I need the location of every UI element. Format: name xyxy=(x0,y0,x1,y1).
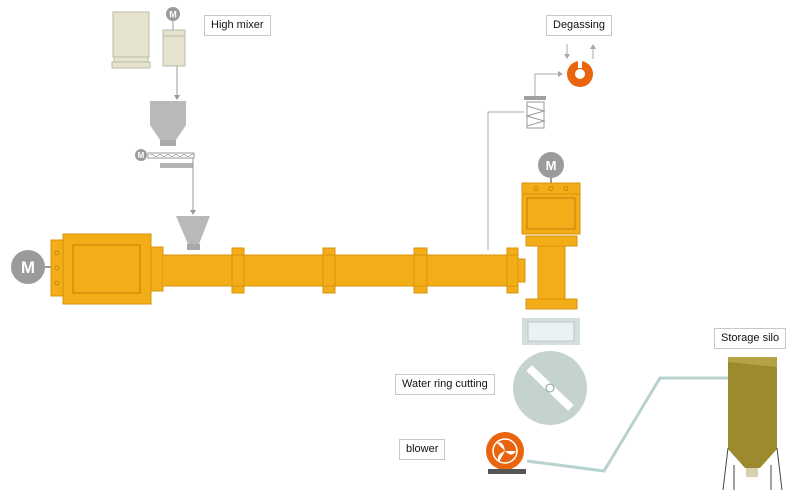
mixer-motor-symbol: M xyxy=(169,10,177,20)
water-ring-cutting-label: Water ring cutting xyxy=(395,374,495,395)
cutter-motor: M xyxy=(538,152,564,183)
water-ring-housing xyxy=(522,318,580,345)
dosing-motor: M xyxy=(135,149,147,161)
die-head xyxy=(521,182,581,310)
conveying-pipe xyxy=(526,376,728,473)
condenser-coil xyxy=(524,71,563,129)
cutting-blade-disc xyxy=(513,351,587,425)
vent-line xyxy=(487,111,524,250)
cutter-motor-symbol: M xyxy=(546,158,557,173)
feed-hopper xyxy=(150,101,186,146)
storage-silo xyxy=(722,357,783,491)
vacuum-pump xyxy=(564,44,596,87)
dosing-motor-symbol: M xyxy=(138,151,145,160)
main-motor-symbol: M xyxy=(21,258,35,277)
blower-unit xyxy=(486,432,526,474)
flow-arrow-mixer-to-hopper xyxy=(174,66,180,100)
dosing-screw xyxy=(147,152,195,168)
extruder xyxy=(50,233,526,305)
main-drive-motor: M xyxy=(11,250,51,284)
high-mixer-label: High mixer xyxy=(204,15,271,36)
storage-silo-label: Storage silo xyxy=(714,328,787,349)
extruder-feed-hopper xyxy=(176,216,210,250)
high-mixer-unit xyxy=(111,11,186,69)
degassing-label: Degassing xyxy=(546,15,612,36)
blower-label: blower xyxy=(399,439,446,460)
flow-arrow-feeder-to-extruder xyxy=(190,158,196,215)
mixer-motor: M xyxy=(166,7,180,30)
